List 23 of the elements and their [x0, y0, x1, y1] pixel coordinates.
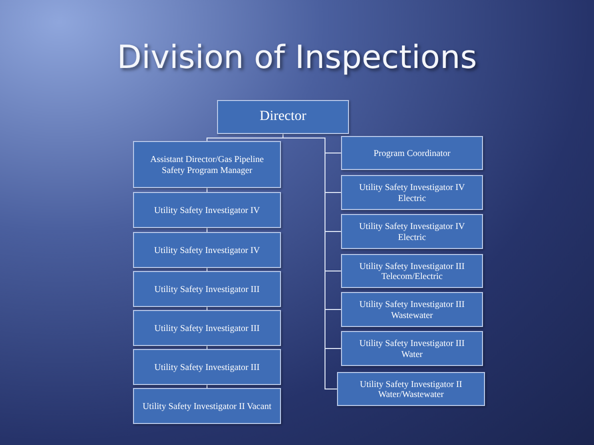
- connector-line: [206, 306, 208, 310]
- org-box: Utility Safety Investigator III Wastewater: [341, 292, 483, 327]
- connector-line: [282, 134, 338, 390]
- org-box: Utility Safety Investigator III: [133, 310, 281, 346]
- org-box: Program Coordinator: [341, 136, 483, 170]
- org-box: Utility Safety Investigator IV: [133, 192, 281, 228]
- org-box: Utility Safety Investigator III: [133, 271, 281, 307]
- org-box: Utility Safety Investigator III Telecom/Electric: [341, 254, 483, 288]
- org-box: Utility Safety Investigator III: [133, 349, 281, 385]
- org-box: Utility Safety Investigator IV Electric: [341, 175, 483, 210]
- org-box: Director: [217, 100, 349, 134]
- connector-line: [206, 384, 208, 388]
- org-box: Utility Safety Investigator III Water: [341, 331, 483, 366]
- org-box: Utility Safety Investigator II Vacant: [133, 388, 281, 424]
- org-box: Utility Safety Investigator II Water/Wastewater: [337, 372, 485, 406]
- connector-line: [206, 346, 208, 350]
- org-box: Utility Safety Investigator IV Electric: [341, 214, 483, 249]
- connector-line: [206, 188, 208, 192]
- org-box: Utility Safety Investigator IV: [133, 232, 281, 268]
- connector-line: [206, 268, 208, 272]
- connector-line: [206, 228, 208, 232]
- slide-title: Division of Inspections: [117, 38, 477, 76]
- org-box: Assistant Director/Gas Pipeline Safety Program Manager: [133, 141, 281, 188]
